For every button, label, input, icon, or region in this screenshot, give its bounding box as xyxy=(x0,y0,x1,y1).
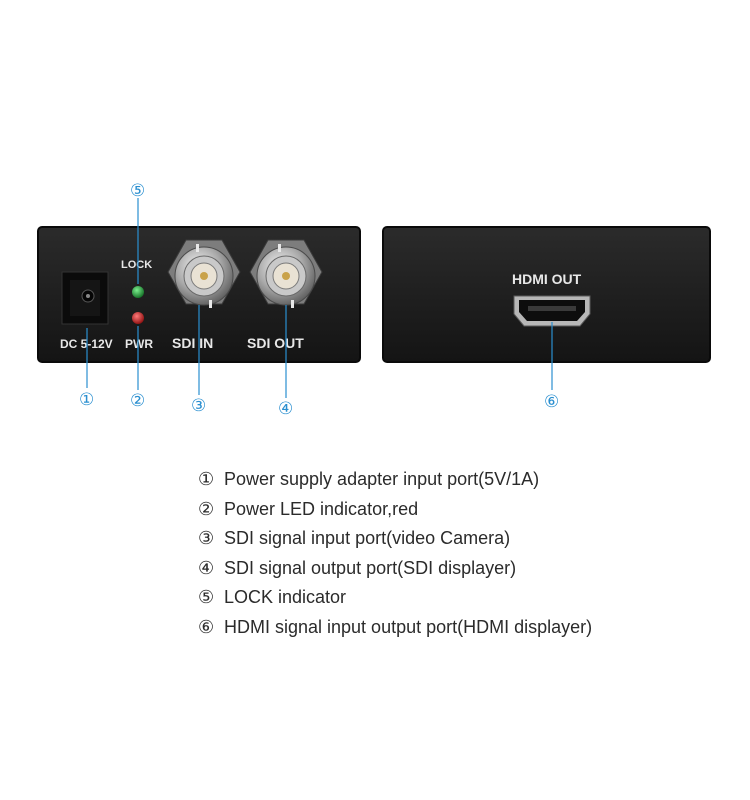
callout-3: ③ xyxy=(191,396,206,416)
callout-1: ① xyxy=(79,390,94,410)
legend-item: ④ SDI signal output port(SDI displayer) xyxy=(198,554,592,584)
legend-item: ⑤ LOCK indicator xyxy=(198,583,592,613)
legend-number: ⑤ xyxy=(198,587,215,608)
callout-lines xyxy=(86,198,553,398)
callout-4: ④ xyxy=(278,399,293,419)
right-device-panel: HDMI OUT xyxy=(382,226,711,363)
legend-text: SDI signal output port(SDI displayer) xyxy=(224,557,517,578)
legend-number: ② xyxy=(198,498,215,520)
sdi-out-bnc-connector xyxy=(249,239,323,308)
legend-item: ① Power supply adapter input port(5V/1A) xyxy=(198,465,592,495)
lock-label: LOCK xyxy=(121,259,152,271)
legend-item: ② Power LED indicator,red xyxy=(198,495,592,525)
sdi-in-label: SDI IN xyxy=(172,335,213,351)
pwr-label: PWR xyxy=(125,337,153,351)
device-diagram: DC 5-12V LOCK PWR SDI IN SDI OUT xyxy=(37,181,711,419)
legend-text: LOCK indicator xyxy=(224,587,347,607)
legend-number: ③ xyxy=(198,528,215,549)
hdmi-out-port xyxy=(513,295,591,327)
hdmi-label: HDMI OUT xyxy=(512,271,582,287)
callout-6: ⑥ xyxy=(544,392,559,412)
callout-5: ⑤ xyxy=(130,181,145,201)
legend-text: Power supply adapter input port(5V/1A) xyxy=(224,469,540,489)
dc-label: DC 5-12V xyxy=(60,337,113,351)
legend-item: ③ SDI signal input port(video Camera) xyxy=(198,524,592,554)
legend-number: ① xyxy=(198,469,215,490)
legend-text: HDMI signal input output port(HDMI displ… xyxy=(224,616,593,637)
legend-item: ⑥ HDMI signal input output port(HDMI disp… xyxy=(198,613,592,643)
callout-2: ② xyxy=(130,391,145,411)
left-device-panel: DC 5-12V LOCK PWR SDI IN SDI OUT xyxy=(37,226,361,363)
sdi-out-label: SDI OUT xyxy=(247,335,304,351)
dc-power-jack xyxy=(61,271,109,325)
legend-number: ⑥ xyxy=(198,616,215,638)
sdi-in-bnc-connector xyxy=(167,239,241,308)
legend-text: Power LED indicator,red xyxy=(224,498,419,519)
pwr-led xyxy=(132,312,144,324)
legend-number: ④ xyxy=(198,557,215,579)
legend-text: SDI signal input port(video Camera) xyxy=(224,528,511,548)
lock-led xyxy=(132,286,144,298)
